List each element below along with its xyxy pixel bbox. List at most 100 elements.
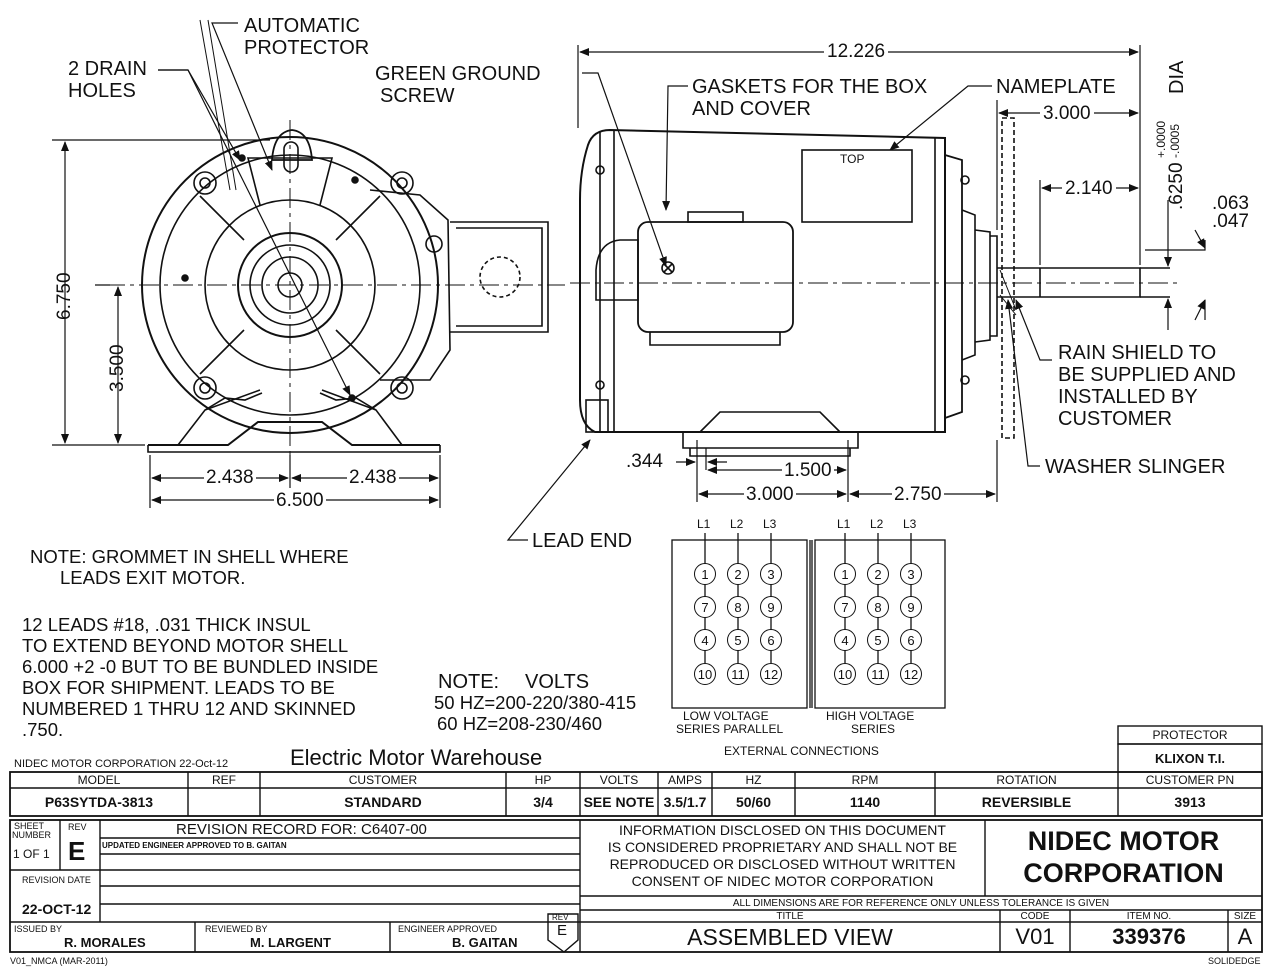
value-model: P63SYTDA-3813 [44, 794, 154, 810]
company-name-2: CORPORATION [1023, 857, 1224, 888]
rev-label: REV [68, 822, 87, 832]
sheet-number-label: SHEET [14, 821, 45, 831]
volts-note-label: NOTE: [438, 671, 500, 693]
nameplate-top-text: TOP [840, 152, 865, 166]
dim-center-height: 3.500 [107, 344, 128, 392]
gaskets-label: GASKETS FOR THE BOX [692, 76, 928, 98]
terminal: 10 [694, 663, 716, 685]
title-label: TITLE [776, 910, 804, 922]
lead-end-label: LEAD END [532, 530, 633, 552]
size-value: A [1237, 924, 1253, 949]
front-view [105, 120, 565, 465]
terminal: 9 [900, 596, 922, 618]
rain-shield-label: RAIN SHIELD TO [1058, 342, 1217, 364]
reviewed-by-label: REVIEWED BY [205, 924, 268, 934]
terminal: 12 [900, 663, 922, 685]
header-customer: CUSTOMER [348, 773, 418, 787]
dim-tol-minus: -.0005 [1168, 123, 1182, 158]
terminal: 11 [867, 663, 889, 685]
title-block-grid [9, 725, 1263, 953]
terminal: 6 [900, 629, 922, 651]
side-dimensions [577, 45, 1206, 502]
dia-label: DIA [1166, 60, 1188, 94]
volts-50hz: 50 HZ=200-220/380-415 [434, 692, 637, 713]
header-ref: REF [212, 773, 236, 787]
dim-half-left: 2.438 [204, 467, 256, 488]
low-lead-l2: L2 [730, 517, 744, 531]
high-lead-l2: L2 [870, 517, 884, 531]
software-label: SOLIDEDGE [1208, 956, 1261, 966]
rev-box-label: REV [552, 913, 569, 922]
disclaimer-line-1: INFORMATION DISCLOSED ON THIS DOCUMENT [619, 822, 946, 838]
terminal: 9 [760, 596, 782, 618]
revision-record: REVISION RECORD FOR: C6407-00 [176, 821, 427, 838]
rev-box-letter: E [557, 922, 568, 939]
value-hz: 50/60 [735, 794, 772, 810]
value-hp: 3/4 [533, 794, 553, 810]
automatic-protector-label-2: PROTECTOR [244, 37, 370, 59]
disclaimer-line-4: CONSENT OF NIDEC MOTOR CORPORATION [631, 873, 934, 889]
item-label: ITEM NO. [1126, 910, 1172, 922]
dim-foot-3000: 3.000 [744, 484, 796, 505]
sheet-of: 1 OF 1 [13, 847, 50, 861]
external-connections-caption: EXTERNAL CONNECTIONS [724, 744, 879, 758]
grommet-note-2: LEADS EXIT MOTOR. [60, 567, 246, 588]
terminal: 4 [694, 629, 716, 651]
value-amps: 3.5/1.7 [663, 794, 707, 810]
code-value: V01 [1015, 924, 1055, 949]
gaskets-label-2: AND COVER [692, 98, 811, 120]
low-voltage-label-2: SERIES PARALLEL [676, 722, 784, 736]
header-hz: HZ [745, 773, 762, 787]
header-rpm: RPM [851, 773, 879, 787]
engineer: B. GAITAN [452, 935, 518, 950]
terminal: 8 [727, 596, 749, 618]
header-hp: HP [534, 773, 552, 787]
size-label: SIZE [1233, 910, 1257, 922]
header-rotation: ROTATION [996, 773, 1057, 787]
rain-shield-label-4: CUSTOMER [1058, 408, 1173, 430]
issued-by-label: ISSUED BY [14, 924, 63, 934]
terminal: 12 [760, 663, 782, 685]
leads-note-3: 6.000 +2 -0 BUT TO BE BUNDLED INSIDE [22, 656, 379, 677]
rain-shield-label-3: INSTALLED BY [1058, 386, 1198, 408]
disclaimer-line-3: REPRODUCED OR DISCLOSED WITHOUT WRITTEN [609, 856, 956, 872]
dim-slot-344: .344 [626, 451, 663, 472]
dim-foot-2750: 2.750 [892, 484, 944, 505]
leads-note-1: 12 LEADS #18, .031 THICK INSUL [22, 614, 311, 635]
engineer-label: ENGINEER APPROVED [398, 924, 498, 934]
terminal: 4 [834, 629, 856, 651]
revision-date: 22-OCT-12 [22, 901, 92, 917]
item-number: 339376 [1112, 924, 1186, 949]
automatic-protector-label: AUTOMATIC [244, 15, 360, 37]
sheet-number-label-2: NUMBER [12, 830, 52, 840]
green-ground-label-2: SCREW [380, 85, 455, 107]
form-id: V01_NMCA (MAR-2011) [10, 956, 108, 966]
high-voltage-label: HIGH VOLTAGE [826, 709, 915, 723]
dim-overall-length: 12.226 [824, 42, 889, 61]
drain-holes-label-2: HOLES [68, 80, 136, 102]
company-date-line: NIDEC MOTOR CORPORATION 22-Oct-12 [14, 758, 229, 770]
issued-by: R. MORALES [64, 935, 146, 950]
dim-shaft-length: 3.000 [1040, 104, 1094, 123]
protector-value: KLIXON T.I. [1154, 750, 1226, 766]
watermark-text: Electric Motor Warehouse [290, 745, 543, 770]
reviewed-by: M. LARGENT [250, 935, 331, 950]
dim-shaft-dia: .6250 [1166, 162, 1187, 210]
dim-half-right: 2.438 [347, 467, 399, 488]
dim-flat-length: 2.140 [1062, 179, 1116, 198]
side-view [570, 117, 1180, 457]
dim-height: 6.750 [54, 272, 75, 320]
washer-slinger-label: WASHER SLINGER [1045, 456, 1226, 478]
terminal: 2 [727, 563, 749, 585]
reference-note: ALL DIMENSIONS ARE FOR REFERENCE ONLY UN… [732, 897, 1110, 909]
drawing-title: ASSEMBLED VIEW [687, 923, 893, 950]
grommet-note: NOTE: GROMMET IN SHELL WHERE [30, 546, 349, 567]
volts-60hz: 60 HZ=208-230/460 [437, 713, 603, 734]
terminal: 11 [727, 663, 749, 685]
terminal: 1 [834, 563, 856, 585]
terminal: 3 [760, 563, 782, 585]
company-name: NIDEC MOTOR [1027, 825, 1220, 856]
dim-slot-1500: 1.500 [782, 460, 834, 481]
value-customer-pn: 3913 [1174, 794, 1206, 810]
value-volts: SEE NOTE [583, 794, 655, 810]
